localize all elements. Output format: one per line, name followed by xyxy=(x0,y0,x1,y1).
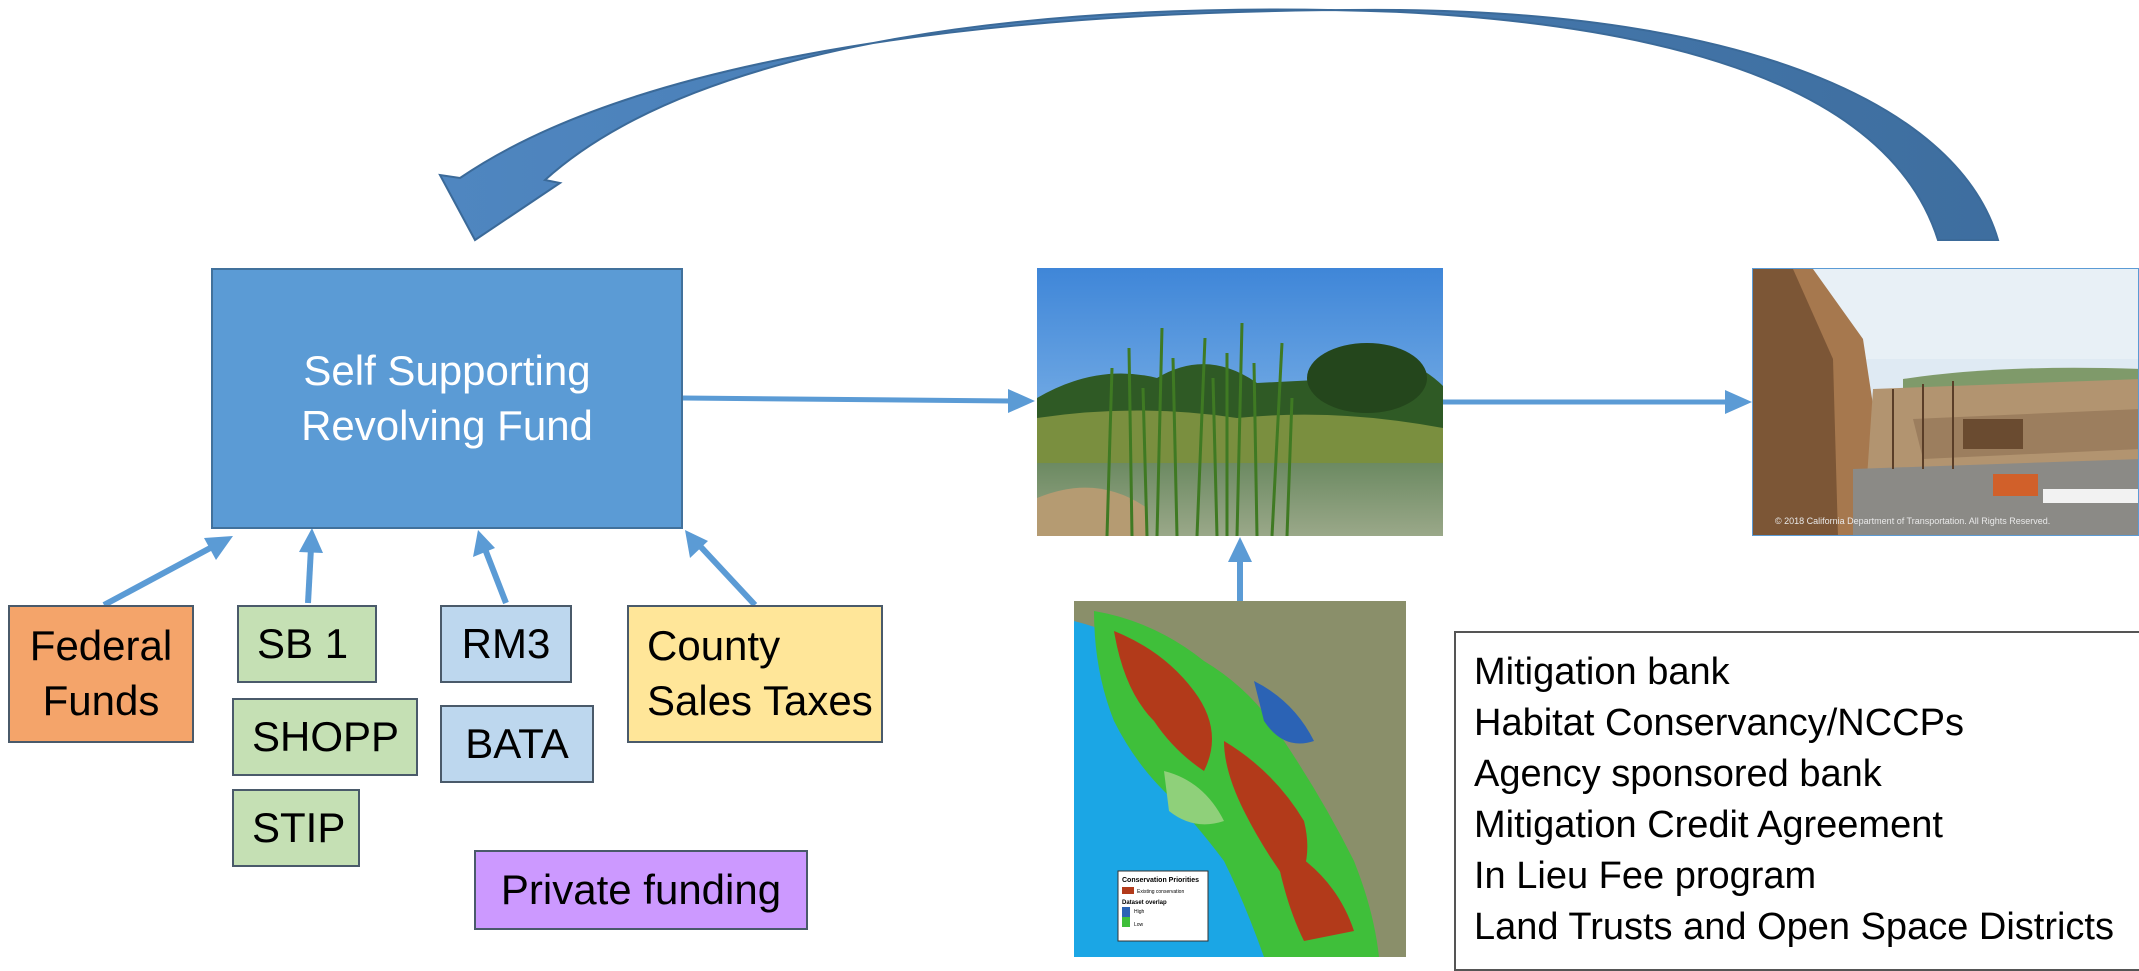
rm3-label: RM3 xyxy=(461,619,551,667)
mitigation-option: In Lieu Fee program xyxy=(1474,855,1817,897)
map-legend-low: Low xyxy=(1134,922,1144,928)
private-funding-label: Private funding xyxy=(500,865,782,913)
mitigation-option: Habitat Conservancy/NCCPs xyxy=(1474,702,1964,744)
county-sales-taxes-box: County Sales Taxes xyxy=(627,605,883,743)
map-legend-high: High xyxy=(1134,909,1145,915)
mitigation-option: Mitigation Credit Agreement xyxy=(1474,804,1943,846)
return-curved-arrow xyxy=(438,8,2000,242)
federal-funds-box: Federal Funds xyxy=(8,605,194,743)
map-legend-overlap: Dataset overlap xyxy=(1122,900,1167,906)
mitigation-option: Mitigation bank xyxy=(1474,651,1730,693)
wetland-photo xyxy=(1037,268,1443,536)
map-legend-existing: Existing conservation xyxy=(1137,889,1184,895)
mitigation-option: Agency sponsored bank xyxy=(1474,753,1882,795)
federal-funds-label: Federal Funds xyxy=(29,622,173,724)
arrow-county-to-fund xyxy=(685,530,758,608)
stip-label: STIP xyxy=(252,803,346,851)
arrow-wetland-to-construction xyxy=(1443,390,1752,414)
sb1-label: SB 1 xyxy=(257,619,349,667)
revolving-fund-box: Self Supporting Revolving Fund xyxy=(211,268,683,529)
arrow-map-to-wetland xyxy=(1228,537,1252,601)
sb1-box: SB 1 xyxy=(237,605,377,683)
private-funding-box: Private funding xyxy=(474,850,808,930)
revolving-fund-label: Self Supporting Revolving Fund xyxy=(301,346,593,449)
county-sales-taxes-label: County Sales Taxes xyxy=(647,622,873,724)
arrow-fund-to-wetland xyxy=(682,389,1035,413)
mitigation-options-list: Mitigation bank Habitat Conservancy/NCCP… xyxy=(1454,631,2139,971)
bata-box: BATA xyxy=(440,705,594,783)
bata-label: BATA xyxy=(465,719,569,767)
stip-box: STIP xyxy=(232,789,360,867)
arrow-sb1-to-fund xyxy=(299,528,323,604)
arrow-rm3-to-fund xyxy=(473,530,509,605)
photo-caption: © 2018 California Department of Transpor… xyxy=(1775,516,2050,526)
rm3-box: RM3 xyxy=(440,605,572,683)
mitigation-option: Land Trusts and Open Space Districts xyxy=(1474,906,2114,948)
map-legend-title: Conservation Priorities xyxy=(1122,877,1199,884)
conservation-map: Conservation Priorities Existing conserv… xyxy=(1074,601,1406,957)
construction-photo: © 2018 California Department of Transpor… xyxy=(1752,268,2139,536)
shopp-box: SHOPP xyxy=(232,698,418,776)
shopp-label: SHOPP xyxy=(252,712,400,760)
arrow-federal-to-fund xyxy=(102,536,233,608)
